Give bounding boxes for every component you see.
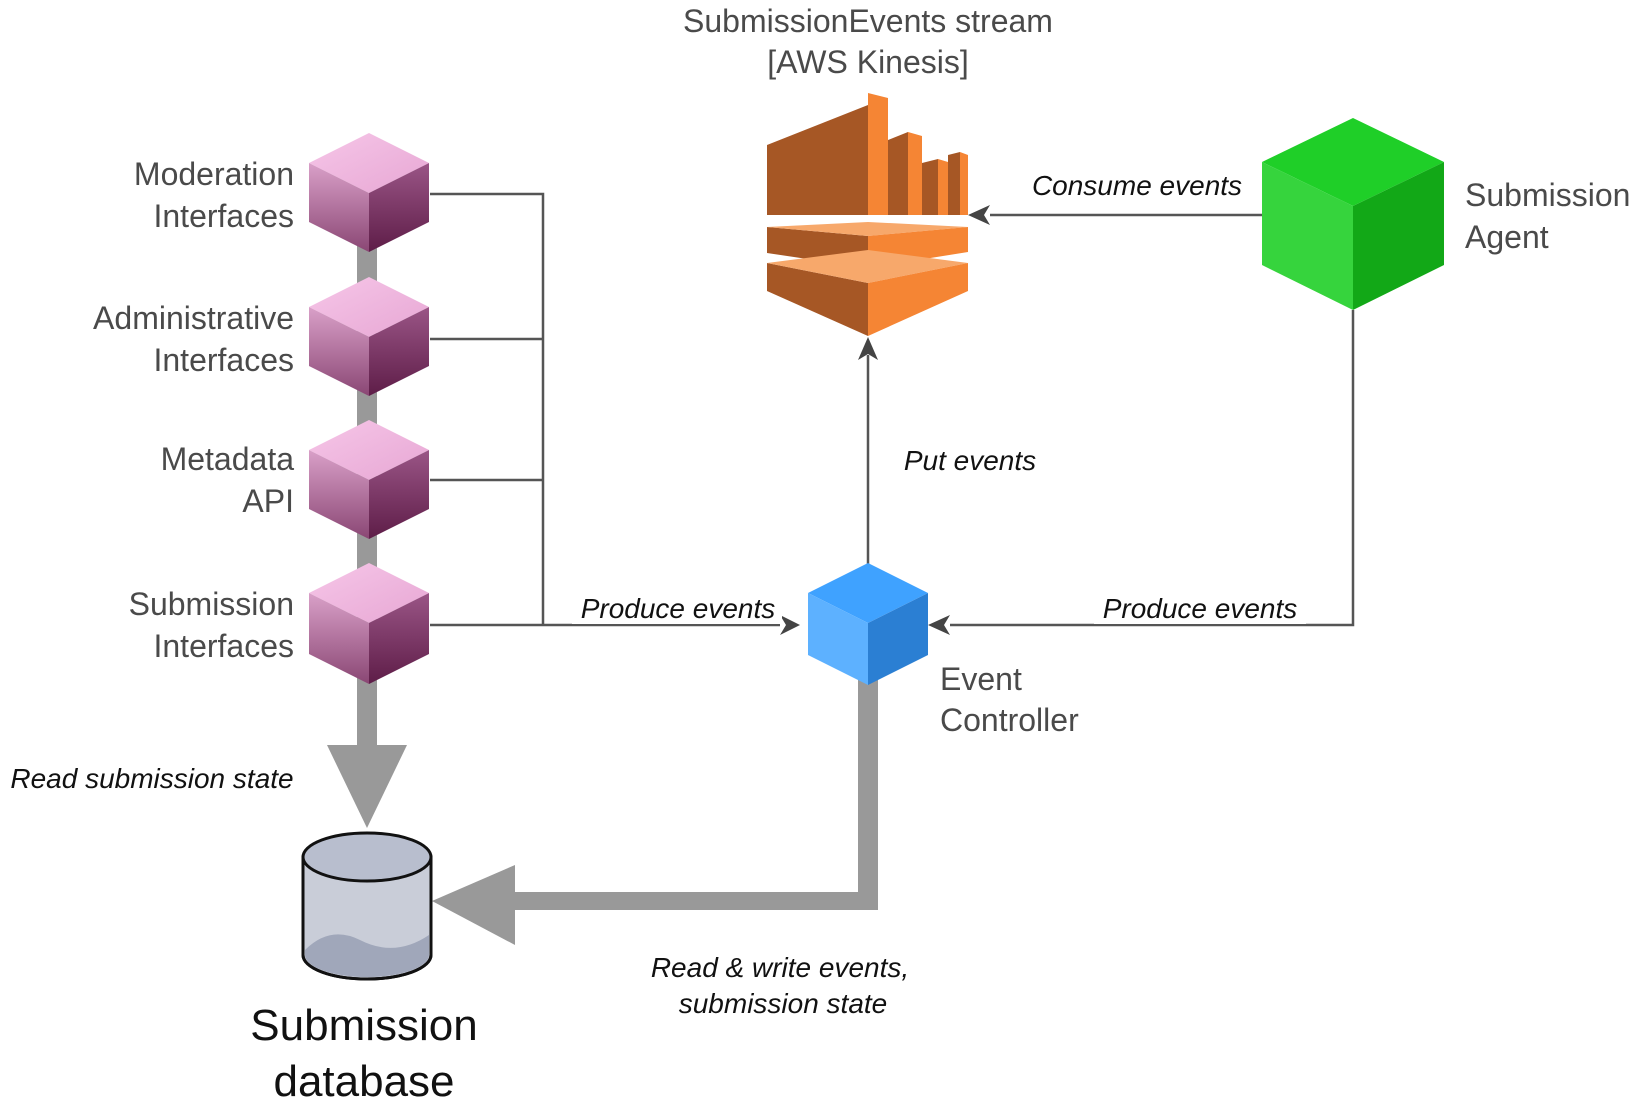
produce-left-label-bg bbox=[572, 590, 782, 624]
label-administrative-line2: Interfaces bbox=[153, 342, 294, 378]
consume-events-arrowhead bbox=[968, 205, 990, 225]
edge-label-rw-line1: Read & write events, bbox=[651, 952, 909, 983]
produce-left-arrowhead bbox=[780, 615, 800, 635]
cube-moderation-icon bbox=[309, 133, 429, 252]
read-write-arrow bbox=[432, 650, 878, 945]
label-controller-line2: Controller bbox=[940, 702, 1079, 738]
cube-agent-icon bbox=[1262, 118, 1444, 310]
label-moderation-line1: Moderation bbox=[134, 156, 294, 192]
label-database-line1: Submission bbox=[250, 1001, 477, 1050]
consume-label-bg bbox=[1020, 165, 1254, 201]
edge-label-produce-left: Produce events bbox=[581, 593, 776, 624]
produce-right-arrowhead bbox=[928, 615, 950, 635]
edge-label-produce-right: Produce events bbox=[1103, 593, 1298, 624]
edge-label-read-state: Read submission state bbox=[10, 763, 293, 794]
put-events-arrowhead bbox=[858, 337, 878, 360]
cube-controller-icon bbox=[808, 563, 928, 685]
stream-subtitle: [AWS Kinesis] bbox=[767, 44, 969, 80]
label-metadata-line1: Metadata bbox=[161, 441, 295, 477]
produce-right-label-bg bbox=[1094, 590, 1306, 624]
cube-metadata-icon bbox=[309, 420, 429, 539]
label-database-line2: database bbox=[273, 1057, 454, 1106]
label-controller-line1: Event bbox=[940, 661, 1022, 697]
label-agent-line1: Submission bbox=[1465, 177, 1630, 213]
label-agent-line2: Agent bbox=[1465, 219, 1549, 255]
kinesis-stream-icon bbox=[767, 93, 968, 336]
cube-submission-interfaces-icon bbox=[309, 563, 429, 684]
database-cylinder-icon bbox=[301, 831, 433, 981]
label-moderation-line2: Interfaces bbox=[153, 198, 294, 234]
agent-to-controller-line bbox=[950, 310, 1355, 627]
edge-label-rw-line2: submission state bbox=[679, 988, 888, 1019]
interface-bus-lines bbox=[430, 192, 780, 627]
label-administrative-line1: Administrative bbox=[93, 300, 294, 336]
edge-label-put: Put events bbox=[904, 445, 1036, 476]
cube-administrative-icon bbox=[309, 277, 429, 396]
label-metadata-line2: API bbox=[242, 483, 294, 519]
stream-title: SubmissionEvents stream bbox=[683, 3, 1053, 39]
label-submission-interfaces-line1: Submission bbox=[129, 586, 294, 622]
label-submission-interfaces-line2: Interfaces bbox=[153, 628, 294, 664]
edge-label-consume: Consume events bbox=[1032, 170, 1242, 201]
